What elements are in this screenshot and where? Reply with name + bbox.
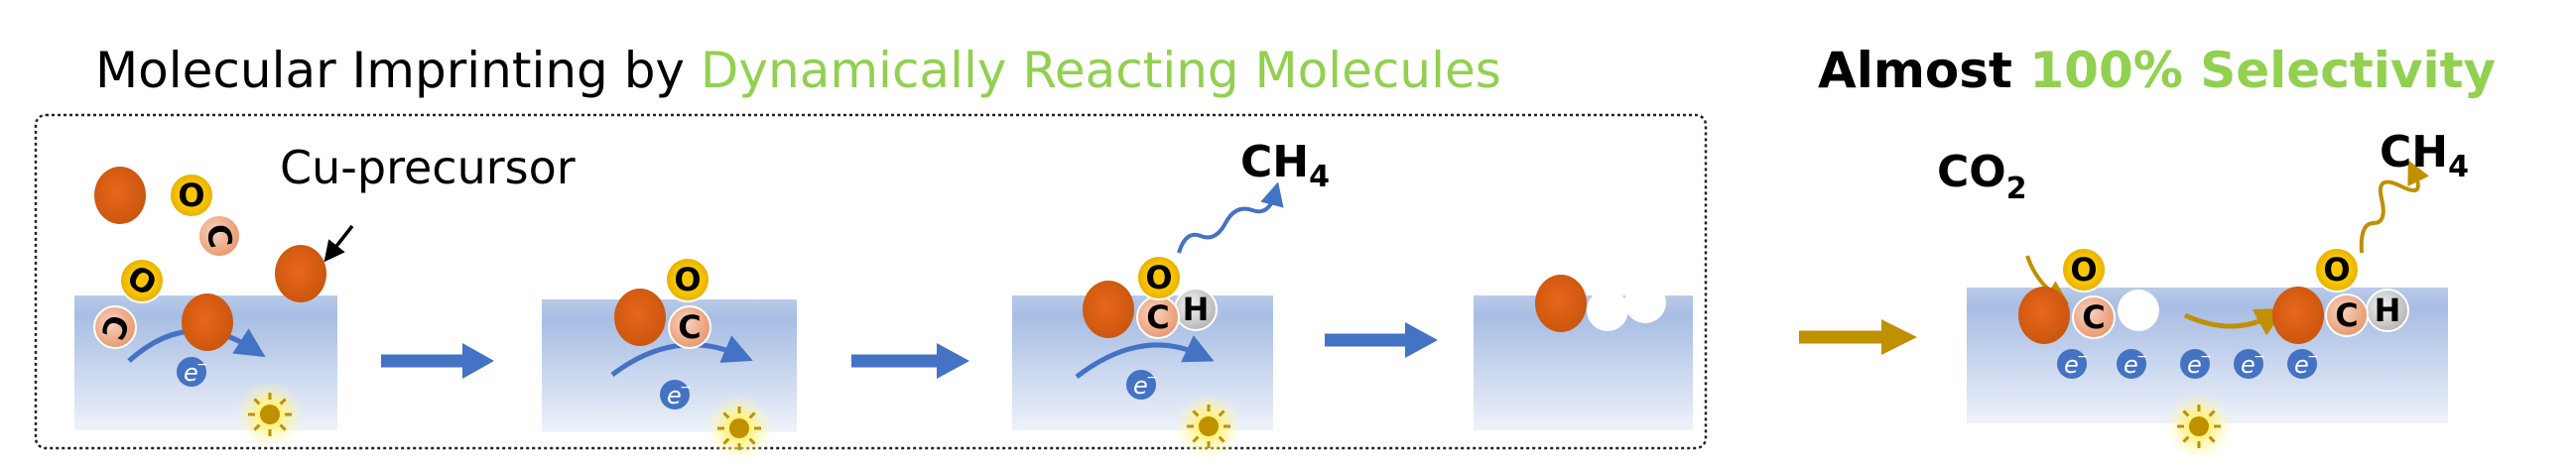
svg-text:O: O bbox=[2323, 251, 2350, 289]
left-title: Molecular Imprinting by Dynamically Reac… bbox=[95, 42, 1501, 99]
svg-text:−: − bbox=[680, 380, 692, 396]
ch4-main: CH bbox=[2380, 127, 2448, 177]
svg-text:C: C bbox=[678, 308, 701, 346]
svg-text:e: e bbox=[2294, 351, 2309, 379]
result-arrow-head bbox=[1881, 319, 1917, 355]
co2-label: CO2 bbox=[1937, 147, 2027, 206]
svg-text:−: − bbox=[2136, 349, 2148, 365]
ch4-label-2: CH4 bbox=[2380, 127, 2469, 184]
sun-icon bbox=[2165, 393, 2233, 460]
left-title-black: Molecular Imprinting by bbox=[95, 42, 701, 99]
oxygen-atom: O bbox=[2314, 247, 2360, 292]
hydrogen-atom: H bbox=[2366, 289, 2409, 332]
svg-text:−: − bbox=[2077, 349, 2089, 365]
ch4-sub: 4 bbox=[2448, 150, 2469, 184]
electron-icon: e− bbox=[2234, 349, 2265, 379]
ch4-sub: 4 bbox=[1309, 160, 1330, 194]
ch4-label-1: CH4 bbox=[1240, 137, 1330, 194]
svg-text:O: O bbox=[2070, 251, 2097, 289]
right-title: Almost 100% Selectivity bbox=[1818, 42, 2496, 99]
electron-icon: e− bbox=[660, 380, 692, 410]
sun-icon bbox=[236, 381, 304, 448]
svg-text:−: − bbox=[2200, 349, 2212, 365]
svg-text:−: − bbox=[2254, 349, 2265, 365]
co2-sub: 2 bbox=[2006, 172, 2027, 206]
hydrogen-atom: H bbox=[1174, 288, 1218, 331]
svg-text:e: e bbox=[2241, 351, 2255, 379]
electron-icon: e− bbox=[2057, 349, 2089, 379]
ch4-main: CH bbox=[1240, 137, 1309, 187]
electron-icon: e− bbox=[177, 357, 208, 387]
svg-text:H: H bbox=[2375, 292, 2401, 329]
cu-precursor-label: Cu-precursor bbox=[280, 141, 576, 194]
ch4-release-arrow-gold bbox=[2359, 160, 2430, 254]
svg-text:C: C bbox=[1146, 298, 1169, 336]
svg-text:O: O bbox=[674, 261, 701, 298]
step-arrow-3-head bbox=[1405, 322, 1438, 358]
step-arrow-1-head bbox=[462, 343, 494, 379]
vacancy-site bbox=[2118, 290, 2159, 331]
oxygen-atom: O bbox=[169, 173, 214, 218]
vacancy-site bbox=[1587, 290, 1628, 331]
copper-atom bbox=[1535, 275, 1587, 332]
left-title-green: Dynamically Reacting Molecules bbox=[701, 42, 1501, 99]
copper-atom bbox=[94, 167, 146, 224]
electron-icon: e− bbox=[1126, 370, 1158, 400]
svg-text:e: e bbox=[2187, 351, 2202, 379]
right-title-green: 100% Selectivity bbox=[2029, 42, 2496, 99]
copper-atom bbox=[1083, 281, 1134, 338]
copper-atom bbox=[2018, 287, 2070, 344]
oxygen-atom: O bbox=[665, 257, 710, 302]
carbon-atom: C bbox=[2325, 293, 2369, 337]
carbon-atom: C bbox=[2072, 295, 2116, 339]
copper-atom bbox=[2272, 287, 2324, 344]
svg-text:e: e bbox=[667, 382, 682, 410]
copper-atom bbox=[614, 289, 666, 346]
carbon-atom: C bbox=[93, 305, 137, 349]
electron-icon: e− bbox=[2117, 349, 2148, 379]
copper-atom bbox=[275, 245, 326, 302]
imprinting-frame bbox=[34, 113, 1708, 450]
svg-text:e: e bbox=[184, 359, 198, 387]
oxygen-atom: O bbox=[1136, 255, 1182, 300]
cu-precursor-pointer bbox=[323, 224, 354, 263]
ch4-release-arrow-blue bbox=[1177, 181, 1284, 254]
svg-text:e: e bbox=[1133, 372, 1148, 400]
step-arrow-2-head bbox=[937, 343, 969, 379]
sun-icon bbox=[706, 395, 773, 462]
svg-text:O: O bbox=[1145, 259, 1172, 296]
svg-text:C: C bbox=[2082, 298, 2105, 336]
svg-text:−: − bbox=[1146, 370, 1158, 386]
electron-icon: e− bbox=[2287, 349, 2319, 379]
copper-atom bbox=[182, 293, 233, 351]
svg-text:H: H bbox=[1183, 291, 1210, 328]
vacancy-site bbox=[1624, 282, 1666, 323]
svg-text:O: O bbox=[178, 176, 204, 214]
svg-text:e: e bbox=[2124, 351, 2138, 379]
svg-text:e: e bbox=[2064, 351, 2079, 379]
svg-text:C: C bbox=[2335, 296, 2358, 334]
carbon-atom: C bbox=[668, 305, 711, 349]
carbon-atom: C bbox=[197, 214, 241, 258]
co2-main: CO bbox=[1937, 147, 2006, 197]
electron-transfer-arc-2 bbox=[610, 335, 753, 377]
electron-transfer-arc-3 bbox=[1075, 335, 1215, 379]
oxygen-atom: O bbox=[119, 258, 165, 303]
migration-arrow bbox=[2183, 307, 2286, 336]
svg-text:−: − bbox=[196, 357, 208, 373]
carbon-atom: C bbox=[1136, 295, 1180, 339]
right-title-black: Almost bbox=[1818, 42, 2029, 99]
electron-icon: e− bbox=[2180, 349, 2212, 379]
svg-text:−: − bbox=[2307, 349, 2319, 365]
sun-icon bbox=[1175, 393, 1242, 460]
oxygen-atom: O bbox=[2061, 247, 2107, 292]
